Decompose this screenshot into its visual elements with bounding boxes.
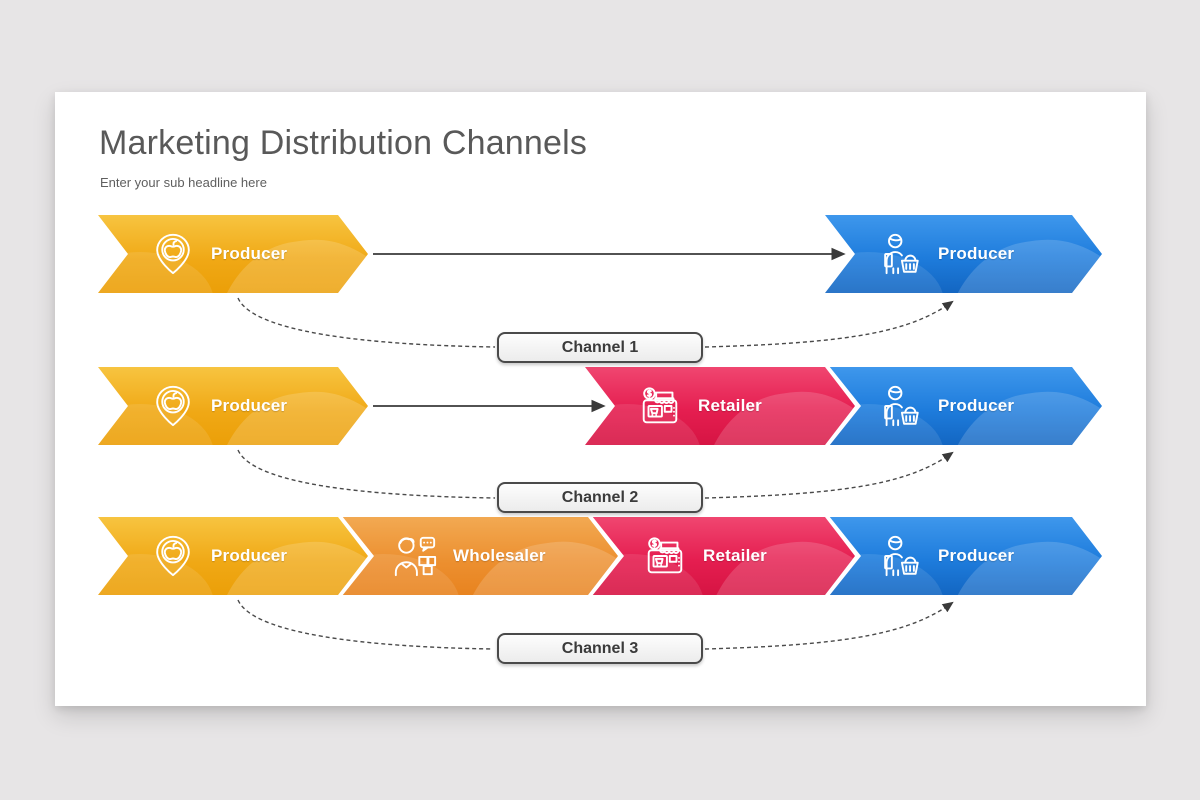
arrow-producer-row1: Producer xyxy=(92,209,374,299)
step-label: Retailer xyxy=(703,546,767,565)
arrow-retailer-row2: Retailer xyxy=(579,361,861,451)
step-label: Wholesaler xyxy=(453,546,546,565)
arrow-consumer-row2: Producer xyxy=(819,361,1108,451)
arrow-consumer-row1: Producer xyxy=(819,209,1108,299)
retailer-store-icon xyxy=(637,383,683,429)
apple-pin-icon xyxy=(150,231,196,277)
page-title: Marketing Distribution Channels xyxy=(99,124,588,162)
channel1-curve-left xyxy=(237,297,496,348)
channel-1-badge: Channel 1 xyxy=(497,332,703,363)
arrow-wholesaler-row3: Wholesaler xyxy=(334,511,624,601)
channel3-curve-right xyxy=(704,601,954,650)
arrow-producer-row3: Producer xyxy=(92,511,374,601)
channel2-curve-left xyxy=(237,449,496,499)
step-label: Producer xyxy=(938,396,1015,415)
step-label: Retailer xyxy=(698,396,762,415)
step-label: Producer xyxy=(211,244,288,263)
step-label: Producer xyxy=(211,396,288,415)
retailer-store-icon xyxy=(642,533,688,579)
consumer-basket-icon xyxy=(877,383,923,429)
page-subtitle: Enter your sub headline here xyxy=(100,175,267,190)
apple-pin-icon xyxy=(150,383,196,429)
consumer-basket-icon xyxy=(877,533,923,579)
arrow-retailer-row3: Retailer xyxy=(584,511,861,601)
channel2-curve-right xyxy=(704,451,954,499)
slide-card: Marketing Distribution Channels Enter yo… xyxy=(55,92,1146,706)
consumer-basket-icon xyxy=(877,231,923,277)
channel3-curve-left xyxy=(237,599,494,650)
step-label: Producer xyxy=(938,546,1015,565)
step-label: Producer xyxy=(938,244,1015,263)
channel1-curve-right xyxy=(704,300,954,348)
wholesaler-icon xyxy=(392,533,438,579)
arrow-consumer-row3: Producer xyxy=(819,511,1108,601)
step-label: Producer xyxy=(211,546,288,565)
arrow-producer-row2: Producer xyxy=(92,361,374,451)
channel-3-badge: Channel 3 xyxy=(497,633,703,664)
channel-2-badge: Channel 2 xyxy=(497,482,703,513)
apple-pin-icon xyxy=(150,533,196,579)
